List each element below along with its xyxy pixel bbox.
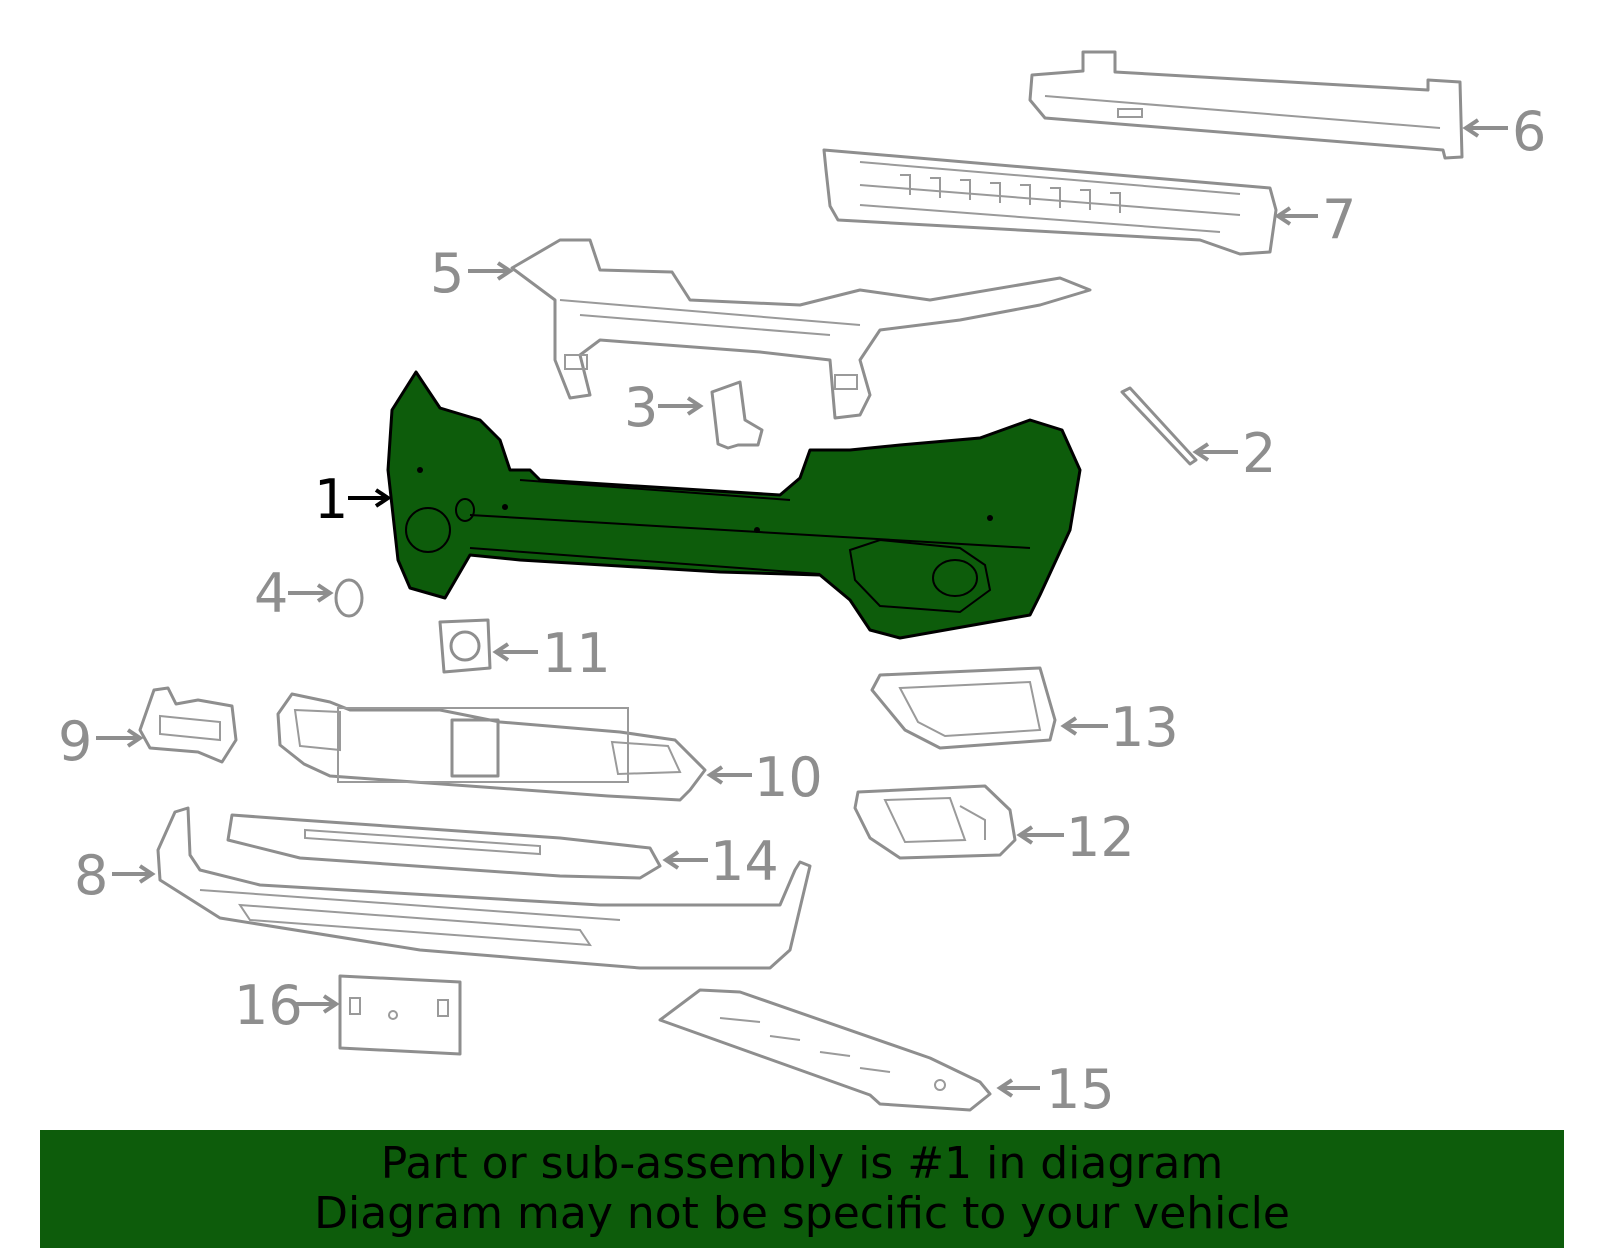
part-15-belly-pan: [658, 988, 992, 1112]
part-4-plug: [334, 578, 364, 618]
part-6-reinforcement-beam: [1028, 50, 1464, 160]
callout-2: 2: [1242, 422, 1276, 485]
callout-16: 16: [234, 974, 303, 1037]
callout-5: 5: [430, 242, 464, 305]
part-11-tow-cover: [438, 618, 492, 674]
callout-arrows: [96, 118, 1508, 1098]
callout-9: 9: [58, 710, 92, 773]
callout-15: 15: [1046, 1058, 1115, 1121]
callout-1: 1: [314, 468, 348, 531]
callout-11: 11: [542, 622, 611, 685]
part-1-bumper-fascia: [386, 370, 1082, 640]
callout-7: 7: [1322, 188, 1356, 251]
callout-3: 3: [624, 376, 658, 439]
part-9-bracket: [138, 686, 238, 764]
notice-banner: Part or sub-assembly is #1 in diagram Di…: [40, 1130, 1564, 1248]
part-13-fog-bezel: [870, 666, 1057, 750]
part-2-trim-strip: [1120, 386, 1198, 466]
callout-6: 6: [1512, 100, 1546, 163]
callout-4: 4: [254, 562, 288, 625]
callout-12: 12: [1066, 806, 1135, 869]
part-10-grille: [276, 692, 707, 802]
part-5-upper-support: [510, 238, 1092, 420]
part-14-lower-strip: [226, 813, 662, 880]
part-8-lower-fascia: [156, 806, 812, 970]
banner-line-1: Part or sub-assembly is #1 in diagram: [380, 1138, 1224, 1189]
callout-8: 8: [74, 844, 108, 907]
callout-10: 10: [754, 746, 823, 809]
banner-line-2: Diagram may not be specific to your vehi…: [314, 1188, 1290, 1239]
part-7-absorber: [822, 148, 1278, 256]
part-16-plate-bracket: [338, 974, 462, 1056]
part-3-bracket: [710, 380, 764, 450]
callout-14: 14: [710, 830, 779, 893]
callout-13: 13: [1110, 696, 1179, 759]
part-12-grille-insert: [853, 784, 1017, 860]
